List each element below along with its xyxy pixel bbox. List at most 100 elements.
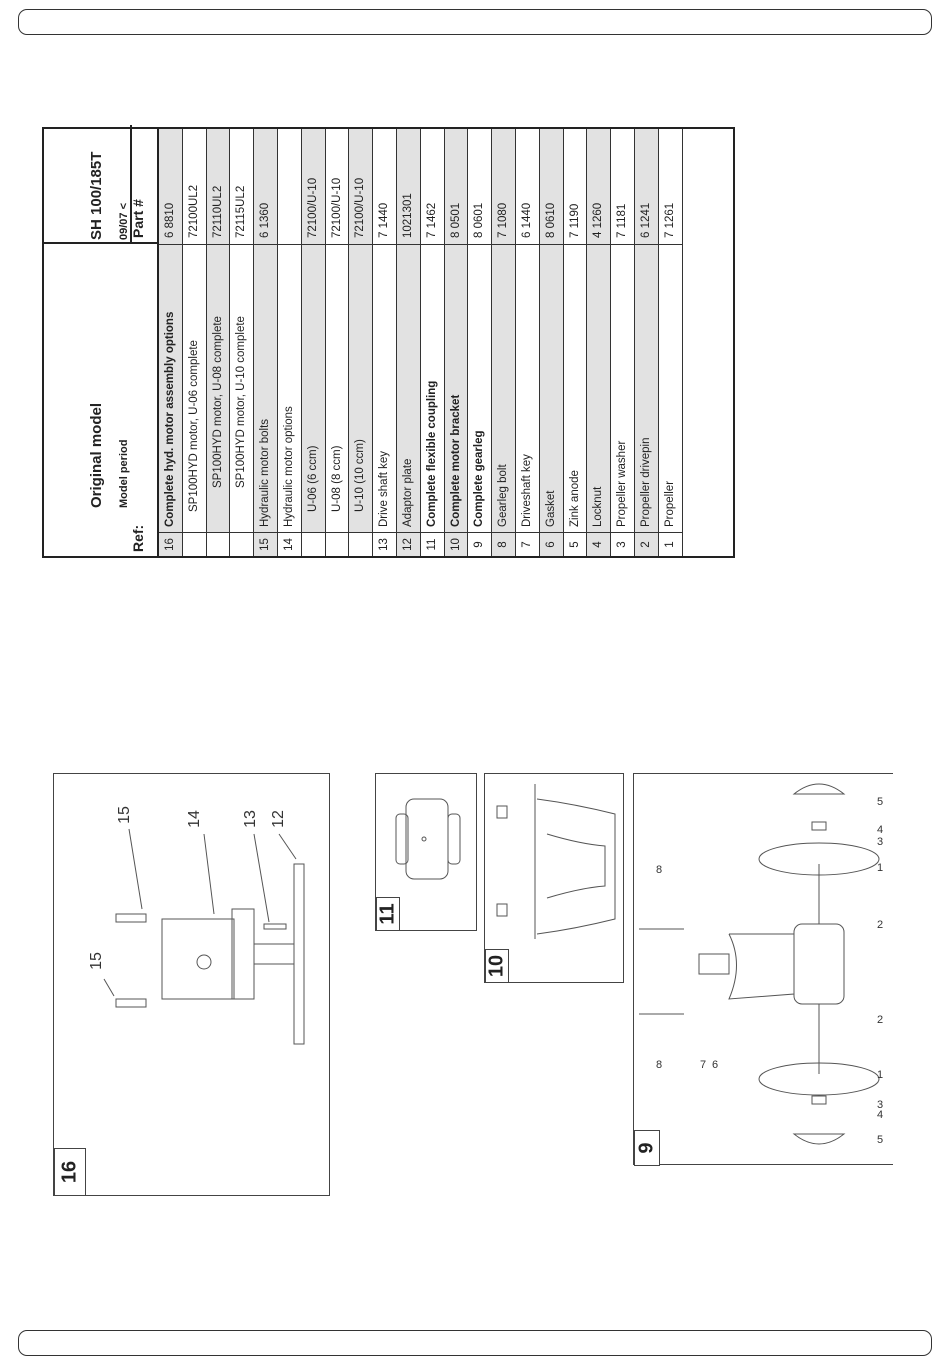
callout-label: 3 — [877, 1099, 884, 1111]
row-part-number: 72110UL2 — [206, 129, 230, 244]
callout-label: 15 — [87, 952, 105, 970]
row-ref: 2 — [634, 532, 658, 556]
row-part-number: 72100UL2 — [187, 184, 200, 238]
row-part-number: 6 8810 — [159, 129, 182, 244]
row-description: Driveshaft key — [515, 244, 539, 532]
row-ref — [206, 532, 230, 556]
header-period-value: 09/07 < — [118, 202, 130, 240]
gearleg-drawing — [639, 783, 880, 1145]
diagram-tag-9: 9 — [634, 1130, 660, 1166]
row-part-number: 1021301 — [396, 129, 420, 244]
row-part-number: 4 1260 — [587, 129, 611, 244]
row-description: Locknut — [587, 244, 611, 532]
callout-label: 1 — [877, 862, 884, 874]
row-ref: 9 — [468, 532, 492, 556]
table-row: SP100HYD motor, U-06 complete 72100UL2 — [182, 129, 207, 556]
row-description: Drive shaft key — [373, 244, 396, 532]
diagram-10: 10 — [484, 773, 624, 983]
motor-bracket-drawing — [496, 784, 616, 939]
row-ref: 6 — [539, 532, 563, 556]
header-divider — [44, 242, 159, 244]
callout-label: 8 — [656, 1059, 663, 1071]
row-part-number: 72115UL2 — [235, 185, 248, 238]
row-description: Hydraulic motor bolts — [254, 244, 277, 532]
row-part-number: 7 1261 — [663, 202, 676, 238]
callout-label: 14 — [185, 810, 203, 828]
top-frame-bar — [18, 9, 932, 35]
row-ref — [230, 532, 254, 556]
coupling-drawing — [395, 798, 461, 880]
row-part-number: 72100/U-10 — [330, 177, 343, 238]
bottom-frame-bar — [18, 1330, 932, 1356]
column-ref: Ref: — [130, 524, 146, 552]
row-description: U-10 (10 ccm) — [349, 244, 373, 532]
row-ref: 13 — [373, 532, 396, 556]
row-part-number: 7 1440 — [378, 202, 391, 238]
diagram-tag-16: 16 — [54, 1148, 86, 1196]
row-ref — [182, 532, 206, 556]
row-description: Complete motor bracket — [444, 244, 468, 532]
callout-label: 2 — [877, 1014, 884, 1026]
row-description: SP100HYD motor, U-08 complete — [206, 244, 230, 532]
row-ref: 11 — [420, 532, 444, 556]
callout-label: 8 — [656, 864, 663, 876]
callout-label: 5 — [877, 796, 884, 808]
table-row: SP100HYD motor, U-10 complete 72115UL2 — [230, 129, 255, 556]
row-ref: 4 — [587, 532, 611, 556]
callout-label: 1 — [877, 1069, 884, 1081]
row-description: Propeller washer — [611, 244, 634, 532]
row-ref: 7 — [515, 532, 539, 556]
row-part-number: 72100/U-10 — [301, 129, 325, 244]
callout-label: 3 — [877, 836, 884, 848]
row-ref — [349, 532, 373, 556]
row-description: Adaptor plate — [396, 244, 420, 532]
row-description: Gearleg bolt — [492, 244, 515, 532]
row-ref — [301, 532, 325, 556]
row-ref: 3 — [611, 532, 634, 556]
header-title: Original model — [88, 402, 105, 508]
row-description: Hydraulic motor options — [277, 244, 301, 532]
callout-label: 5 — [877, 1134, 884, 1146]
column-part: Part # — [130, 199, 146, 238]
row-part-number: 7 1080 — [492, 129, 515, 244]
row-description: Zink anode — [563, 244, 587, 532]
row-description: U-06 (6 ccm) — [301, 244, 325, 532]
row-part-number: 6 1360 — [254, 129, 277, 244]
header-subdivider — [130, 125, 132, 244]
row-description: Propeller — [658, 244, 682, 532]
row-ref: 8 — [492, 532, 515, 556]
header-period-label: Model period — [118, 439, 130, 508]
row-description: SP100HYD motor, U-10 complete — [230, 244, 254, 532]
row-description: Propeller drivepin — [634, 244, 658, 532]
row-description: SP100HYD motor, U-06 complete — [182, 244, 206, 532]
callout-label: 2 — [877, 919, 884, 931]
row-ref: 10 — [444, 532, 468, 556]
row-part-number: 6 1241 — [634, 129, 658, 244]
row-description: Complete flexible coupling — [420, 244, 444, 532]
row-part-number: 7 1181 — [616, 203, 629, 238]
row-part-number: 6 1440 — [520, 202, 533, 238]
callout-label: 12 — [269, 810, 287, 828]
table-row: U-10 (10 ccm)72100/U-10 — [349, 129, 374, 556]
row-ref: 1 — [658, 532, 682, 556]
row-ref: 5 — [563, 532, 587, 556]
row-part-number — [278, 129, 301, 244]
row-ref: 14 — [277, 532, 301, 556]
callout-label: 4 — [877, 824, 884, 836]
diagram-16: 15 14 13 12 15 16 — [53, 773, 330, 1196]
callout-label: 4 — [877, 1109, 884, 1121]
row-description: Complete gearleg — [468, 244, 492, 532]
callout-label: 6 — [712, 1059, 719, 1071]
